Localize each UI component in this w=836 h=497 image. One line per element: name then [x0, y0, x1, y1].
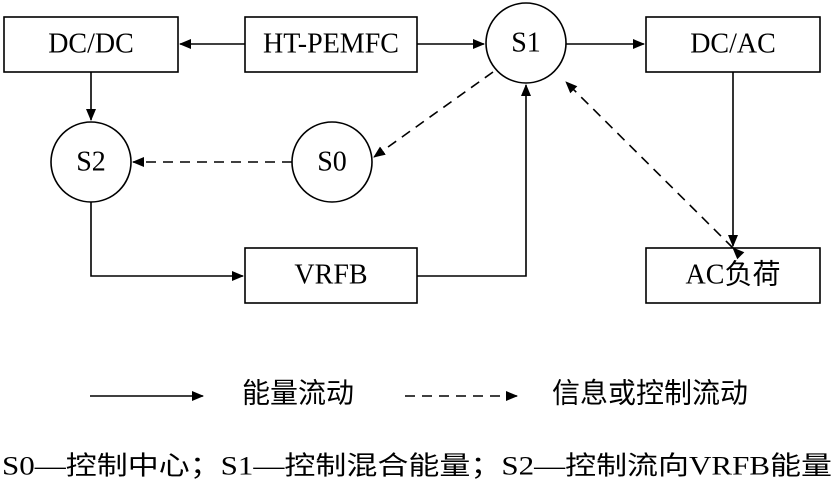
caption: S0—控制中心；S1—控制混合能量；S2—控制流向VRFB能量 [2, 452, 832, 481]
arrow-acload-to-s1 [565, 81, 745, 260]
htpemfc-box: HT-PEMFC [244, 16, 418, 73]
arrow-vrfb-to-s1 [417, 84, 531, 277]
s0-node: S0 [291, 121, 373, 203]
vrfb-box: VRFB [244, 247, 418, 304]
legend: 能量流动 信息或控制流动 [90, 378, 748, 410]
htpemfc-label: HT-PEMFC [263, 29, 399, 60]
s2-node: S2 [50, 121, 132, 203]
acload-box: AC负荷 [645, 247, 821, 304]
legend-info-flow: 信息或控制流动 [552, 378, 748, 410]
vrfb-label: VRFB [294, 260, 367, 291]
s1-node: S1 [485, 2, 567, 84]
s1-label: S1 [511, 28, 541, 59]
dcac-label: DC/AC [690, 29, 776, 60]
s2-label: S2 [76, 147, 106, 178]
arrow-s2-to-vrfb [90, 202, 244, 281]
legend-energy-flow: 能量流动 [242, 378, 354, 410]
dcac-box: DC/AC [645, 16, 821, 73]
dcdc-label: DC/DC [48, 29, 134, 60]
s0-label: S0 [317, 147, 347, 178]
arrow-s1-to-s0 [373, 71, 494, 158]
dcdc-box: DC/DC [3, 16, 179, 73]
acload-label: AC负荷 [686, 259, 781, 291]
